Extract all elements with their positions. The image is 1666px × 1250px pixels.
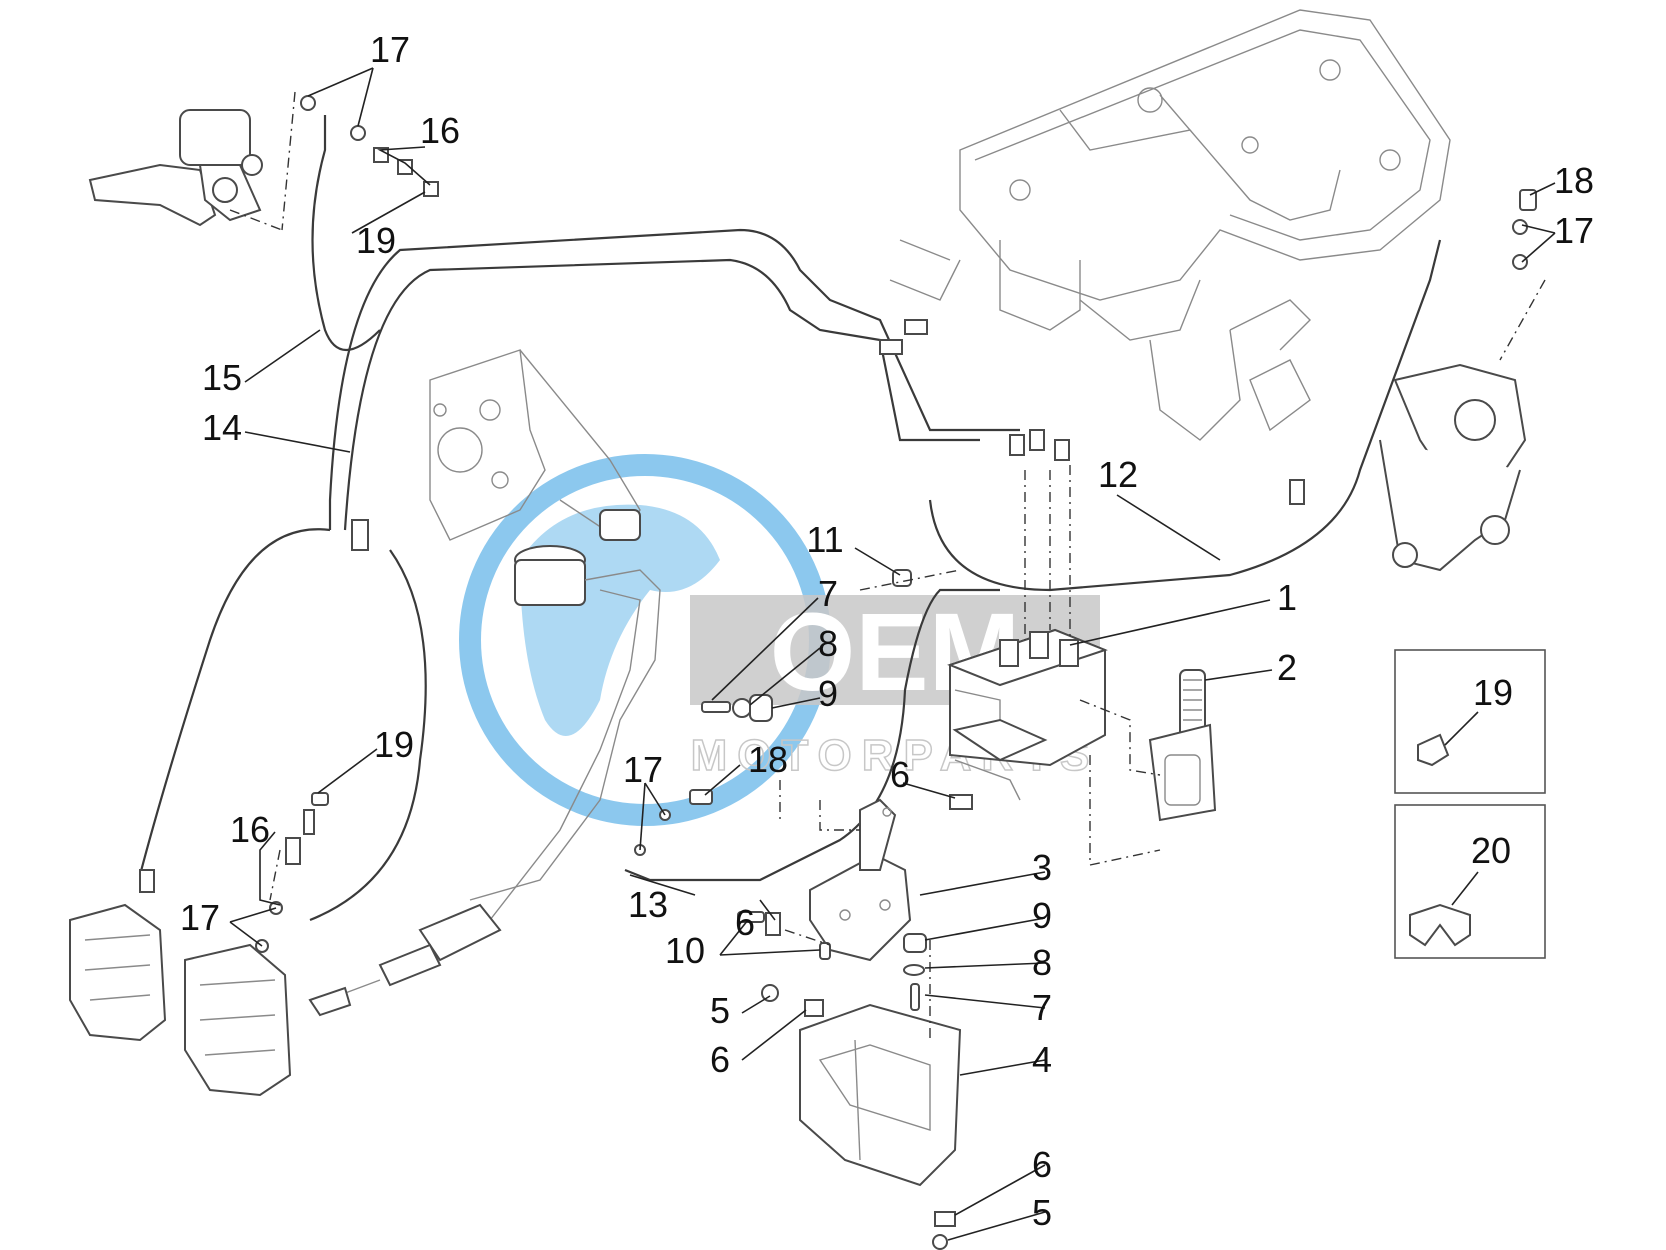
inset-box-20-label: 20: [1471, 830, 1511, 871]
callout-14: 14: [202, 407, 242, 448]
callout-16-mid-left: 16: [230, 809, 270, 850]
small-hardware: [255, 95, 1537, 1250]
callout-10: 10: [665, 930, 705, 971]
callout-19-mid-left: 19: [374, 724, 414, 765]
callout-17-mid: 17: [623, 749, 663, 790]
brake-lines: [138, 115, 1442, 922]
callout-8-upper: 8: [818, 623, 838, 664]
callout-11: 11: [806, 519, 843, 560]
abs-control-unit: [947, 628, 1108, 801]
part-3-bracket: [809, 798, 912, 962]
callout-2: 2: [1277, 647, 1297, 688]
callout-9-upper: 9: [818, 673, 838, 714]
callout-6-upper: 6: [890, 754, 910, 795]
callout-17-lower-left: 17: [180, 897, 220, 938]
callout-17-top-left: 17: [370, 29, 410, 70]
callout-18-top-right: 18: [1554, 160, 1594, 201]
callout-leaders: [229, 67, 1556, 1241]
callout-9-lower: 9: [1032, 895, 1052, 936]
callout-19-top-left: 19: [356, 220, 396, 261]
reference-lines: [229, 91, 1546, 1040]
inset-box-19-label: 19: [1473, 672, 1513, 713]
callout-17-top-right: 17: [1554, 210, 1594, 251]
rear-caliper: [1379, 363, 1527, 572]
inset-box-20: 20: [1394, 804, 1546, 959]
brake-line-15: [311, 115, 381, 352]
watermark-globe: [459, 454, 831, 826]
callout-16-top-left: 16: [420, 110, 460, 151]
callout-12: 12: [1098, 454, 1138, 495]
brake-line-14: [328, 228, 1020, 530]
callout-7-lower: 7: [1032, 987, 1052, 1028]
front-master-cylinder: [88, 109, 263, 227]
part-2-cover: [1148, 669, 1217, 822]
callout-5-upper: 5: [710, 990, 730, 1031]
callout-13: 13: [628, 884, 668, 925]
callout-15: 15: [202, 357, 242, 398]
callout-6-bottom: 6: [1032, 1144, 1052, 1185]
part-4-tray: [799, 1003, 962, 1187]
callout-3: 3: [1032, 847, 1052, 888]
brake-line-13: [624, 588, 1000, 882]
rear-brake-reservoir: [308, 509, 661, 1017]
brake-line-12: [928, 239, 1442, 592]
brake-hose-left-rear: [309, 549, 427, 922]
callout-18-mid: 18: [748, 739, 788, 780]
callout-4: 4: [1032, 1039, 1052, 1080]
callout-8-lower: 8: [1032, 942, 1052, 983]
inset-box-19: 19: [1394, 649, 1546, 794]
callout-5-bottom: 5: [1032, 1192, 1052, 1233]
callout-numbers: 17 16 19 15 14 18 17 12 11 1 2 7 8 9 19 …: [180, 29, 1594, 1233]
motorcycle-frame: [889, 9, 1451, 441]
callout-6-mid: 6: [735, 902, 755, 943]
callout-1: 1: [1277, 577, 1297, 618]
callout-7-upper: 7: [818, 573, 838, 614]
brake-hose-left-front: [138, 528, 331, 876]
callout-6-lower-left: 6: [710, 1039, 730, 1080]
front-calipers: [69, 903, 292, 1097]
